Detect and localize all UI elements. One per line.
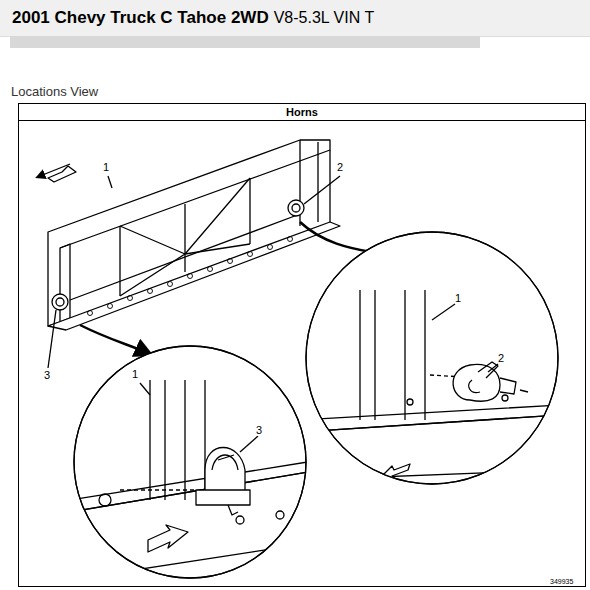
cut-off-bar [10,36,480,48]
callout-number: 1 [132,368,138,380]
engine-spec: V8-5.3L VIN T [274,9,375,27]
frame-heading: Horns [19,104,585,121]
page-title: 2001 Chevy Truck C Tahoe 2WD [12,8,269,28]
callout-number: 2 [498,352,504,364]
view-label: Locations View [11,84,98,99]
callout-number: 1 [103,161,109,173]
callout-number: 1 [455,292,461,304]
callout-number: 3 [256,424,262,436]
frame-box: Horns [18,103,586,587]
figure-id: 349935 [550,578,573,585]
callout-number: 3 [44,369,50,381]
callout-number: 2 [337,161,343,173]
